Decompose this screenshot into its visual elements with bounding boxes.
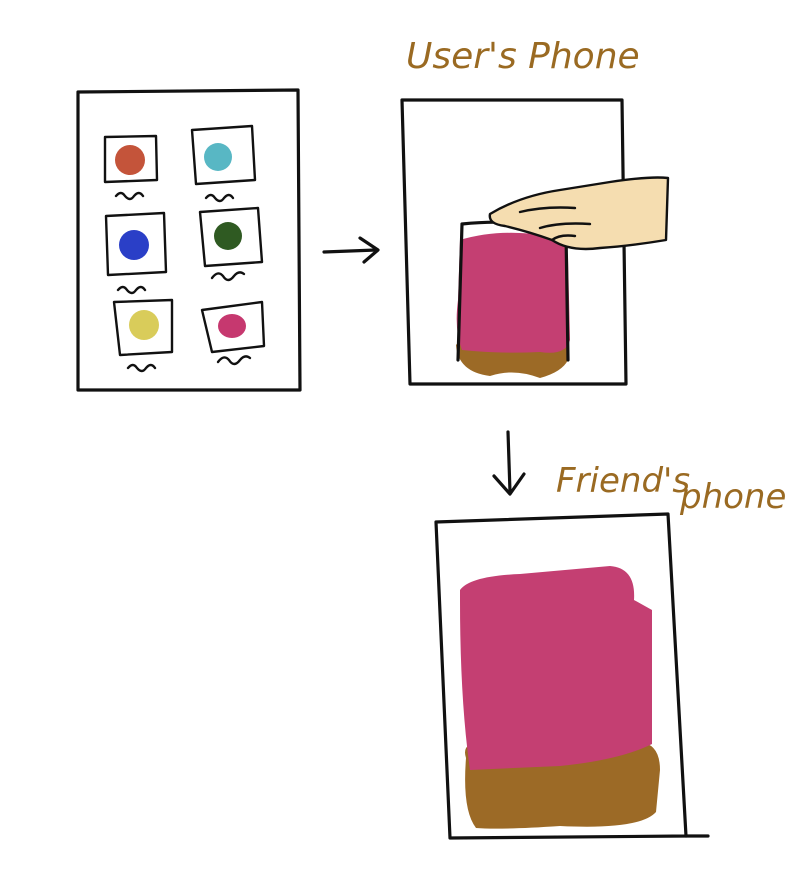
color-swatch <box>129 310 159 340</box>
user-phone-frame <box>400 98 628 386</box>
swatch-card[interactable] <box>190 124 257 203</box>
primary-color-fill <box>460 566 652 770</box>
shared-color-display <box>460 566 660 829</box>
color-swatch <box>214 222 242 250</box>
palette-screen <box>76 88 302 392</box>
color-swatch <box>204 143 232 171</box>
camera-preview <box>456 220 570 378</box>
color-swatch <box>119 230 149 260</box>
swatch-card[interactable] <box>112 298 174 373</box>
color-swatch <box>115 145 145 175</box>
swatch-card[interactable] <box>104 211 168 295</box>
color-swatch <box>218 314 246 338</box>
palette-screen-frame <box>76 88 302 392</box>
friend-phone-label-line1: Friend's <box>556 461 690 501</box>
user-phone <box>400 98 670 386</box>
swatch-card[interactable] <box>198 206 264 282</box>
user-phone-label: User's Phone <box>406 36 640 77</box>
swatch-card[interactable] <box>200 300 266 366</box>
friend-phone <box>434 512 710 840</box>
right-arrow-icon <box>322 236 380 264</box>
primary-color-fill <box>456 232 570 353</box>
swatch-card[interactable] <box>103 134 159 201</box>
hand-icon <box>488 176 670 251</box>
friend-phone-label-line2: phone <box>679 477 786 517</box>
down-arrow-icon <box>492 430 526 496</box>
